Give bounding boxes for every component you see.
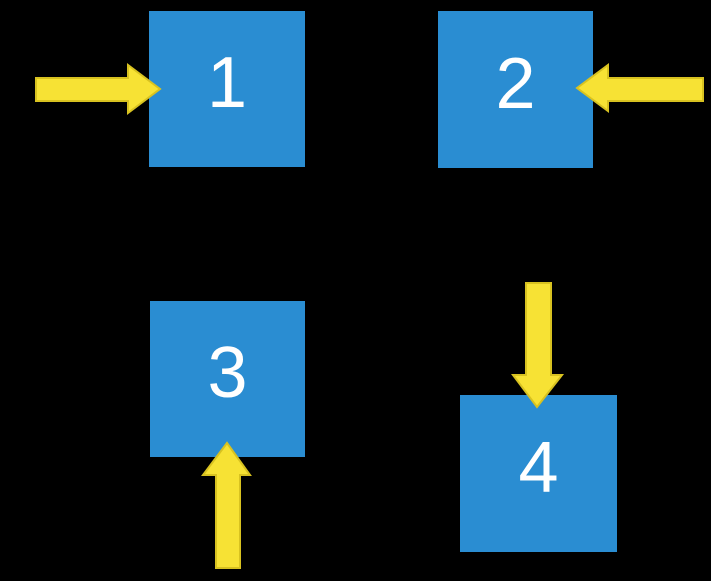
- arrow-left-icon: [575, 63, 704, 113]
- square-3-label: 3: [207, 333, 248, 413]
- square-1: 1: [149, 11, 305, 167]
- arrow-right-icon: [35, 63, 162, 115]
- square-3: 3: [150, 301, 305, 457]
- square-2-label: 2: [495, 43, 536, 124]
- square-4-label: 4: [518, 427, 559, 508]
- square-1-label: 1: [206, 43, 248, 123]
- square-2: 2: [438, 11, 593, 168]
- arrow-up-icon: [201, 441, 252, 569]
- square-4: 4: [460, 395, 617, 552]
- arrow-down-icon: [511, 282, 565, 409]
